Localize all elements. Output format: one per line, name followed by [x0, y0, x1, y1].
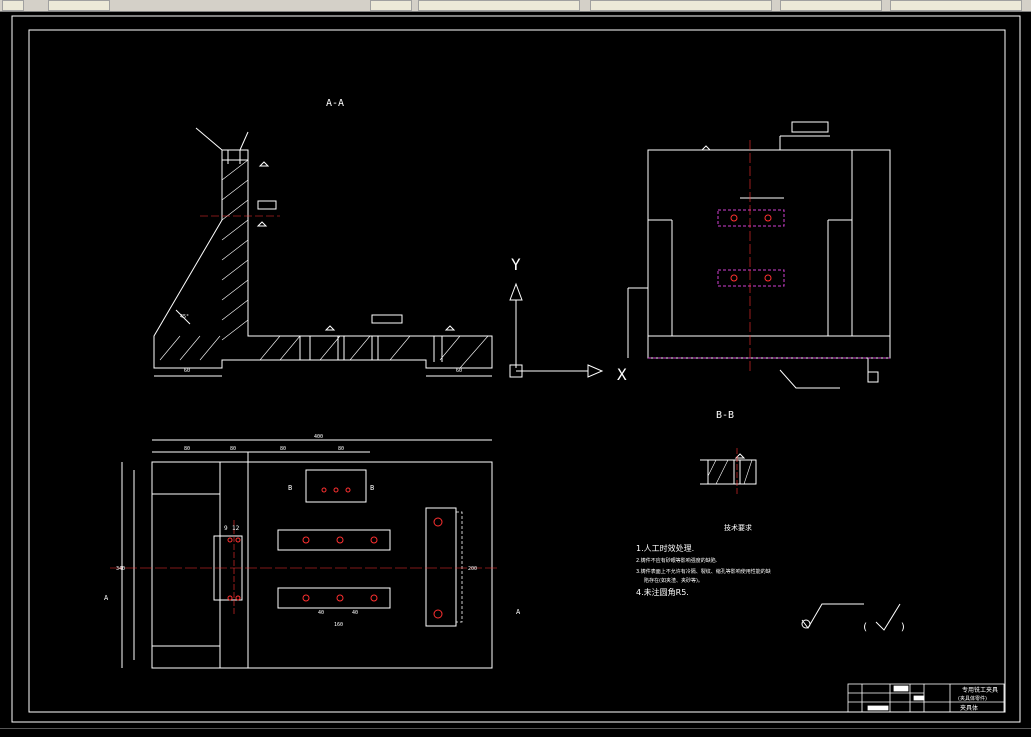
- plan-view-hidden: [455, 511, 463, 623]
- top-view: [627, 121, 891, 389]
- plan-dim-b2: 40: [318, 610, 324, 616]
- x-axis-label: X: [617, 365, 627, 384]
- section-label-a-right: A: [516, 608, 521, 616]
- plan-dim-w1: 9: [224, 525, 228, 532]
- section-aa-view: [153, 127, 493, 377]
- title-block: [847, 683, 1005, 713]
- section-label-b-left: B: [288, 484, 292, 492]
- plan-dim-b3: 40: [352, 610, 358, 616]
- tech-req-item-3: 3.铸件表面上不允许有冷隔、裂纹、缩孔等影响使用性能的缺: [636, 568, 771, 575]
- plan-view-holes: [227, 487, 443, 619]
- cad-drawing: A-A 60 60 45°: [11, 15, 1021, 723]
- ucs-y-label: Y: [511, 255, 521, 274]
- section-label-a-left: A: [104, 594, 109, 602]
- section-bb-view: [700, 453, 757, 485]
- title-block-sub-name: (夹具体零件): [958, 695, 987, 702]
- toolbar-button-linetype[interactable]: [590, 0, 772, 11]
- top-view-holes: [730, 214, 772, 282]
- tech-req-item-1: 1.人工时效处理.: [636, 543, 694, 553]
- section-aa-title: A-A: [326, 98, 344, 109]
- toolbar-button-file[interactable]: [2, 0, 24, 11]
- application-toolbar: [0, 0, 1031, 12]
- plan-dim-v-left: 340: [116, 566, 125, 572]
- plan-dim-total: 400: [314, 434, 323, 440]
- drawing-canvas[interactable]: A-A 60 60 45°: [0, 12, 1031, 728]
- section-label-b-right: B: [370, 484, 374, 492]
- tech-req-item-4: 陷存在(如夹渣、夹砂等)。: [644, 577, 703, 584]
- plan-dim-top-4: 80: [338, 446, 344, 452]
- plan-dim-top-2: 80: [230, 446, 236, 452]
- top-view-slots: [648, 209, 890, 359]
- aa-dim-left: 60: [184, 368, 190, 374]
- tech-req-item-5: 4.未注圆角R5.: [636, 587, 689, 597]
- toolbar-button-lineweight[interactable]: [780, 0, 882, 11]
- sheet-inner-frame: [28, 29, 1006, 713]
- tech-req-title: 技术要求: [724, 523, 752, 532]
- toolbar-button-layers[interactable]: [48, 0, 110, 11]
- toolbar-button-properties[interactable]: [370, 0, 412, 11]
- roughness-paren-open: (: [862, 622, 868, 633]
- toolbar-button-plotstyle[interactable]: [890, 0, 1022, 11]
- title-block-part-name: 专用铣工夹具: [962, 686, 998, 694]
- toolbar-button-style[interactable]: [418, 0, 580, 11]
- aa-dim-right: 60: [456, 368, 462, 374]
- roughness-paren-close: ): [900, 622, 906, 633]
- aa-dim-angle: 45°: [180, 314, 189, 320]
- plan-dim-top-1: 80: [184, 446, 190, 452]
- section-bb-title: B-B: [716, 410, 734, 421]
- tech-req-item-2: 2.铸件不应有砂眼等影响强度的缺陷.: [636, 557, 718, 564]
- plan-dim-w2: 12: [232, 525, 240, 532]
- sheet-outer-frame: [11, 15, 1021, 723]
- title-block-material: 夹具体: [960, 704, 978, 712]
- plan-dim-top-3: 80: [280, 446, 286, 452]
- plan-view: [121, 439, 493, 669]
- ucs-icon: [509, 282, 604, 378]
- plan-dim-h1: 200: [468, 566, 477, 572]
- plan-dim-b4: 160: [334, 622, 343, 628]
- command-line[interactable]: [0, 728, 1031, 737]
- roughness-symbol-default: [801, 603, 901, 631]
